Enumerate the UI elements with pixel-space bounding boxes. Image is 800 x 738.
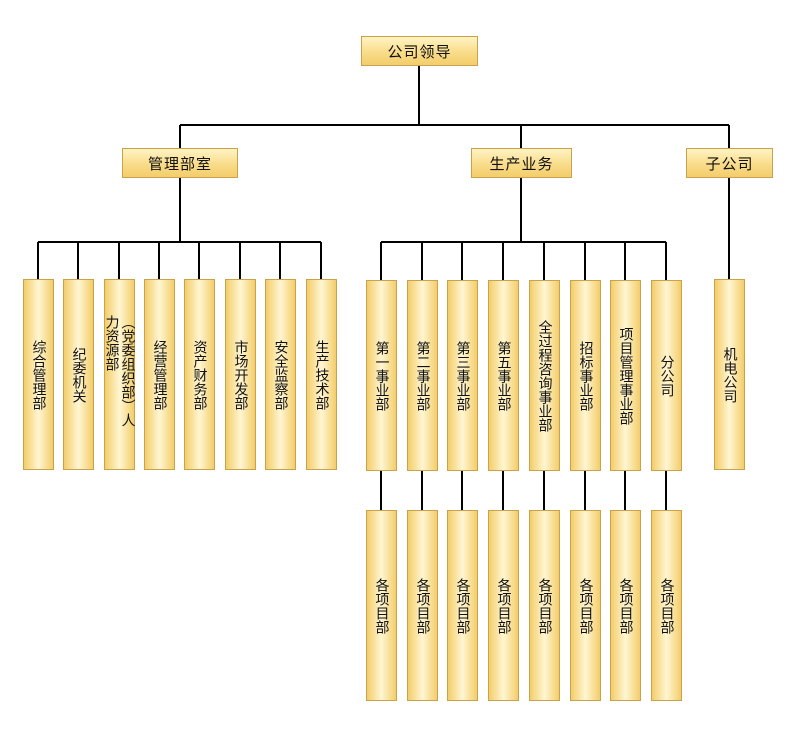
node-label: 招标事业部: [577, 340, 594, 411]
node-mgmt-child-5: 资产财务部: [184, 279, 215, 470]
node-project-dept-4: 各项目部: [488, 510, 519, 701]
node-project-dept-8: 各项目部: [651, 510, 682, 701]
node-label: 全过程咨询事业部: [536, 319, 553, 432]
node-label: （党委组织部）人力资源部: [103, 314, 136, 427]
node-label: 第一事业部: [373, 340, 390, 411]
node-mgmt-child-1: 综合管理部: [23, 279, 54, 470]
node-label: 第三事业部: [454, 340, 471, 411]
node-project-dept-3: 各项目部: [447, 510, 478, 701]
node-prod-child-5: 全过程咨询事业部: [529, 280, 560, 471]
node-prod-child-4: 第五事业部: [488, 280, 519, 471]
node-label: 机电公司: [721, 346, 738, 403]
node-subsidiary: 子公司: [686, 148, 773, 178]
node-project-dept-1: 各项目部: [366, 510, 397, 701]
node-label: 各项目部: [454, 577, 471, 634]
node-label: 第二事业部: [414, 340, 431, 411]
node-mgmt-child-2: 纪委机关: [63, 279, 94, 470]
node-mgmt-child-6: 市场开发部: [225, 279, 256, 470]
node-management-dept: 管理部室: [122, 148, 238, 178]
node-label: 各项目部: [373, 577, 390, 634]
node-label: 各项目部: [414, 577, 431, 634]
node-project-dept-5: 各项目部: [529, 510, 560, 701]
node-project-dept-6: 各项目部: [570, 510, 601, 701]
node-label: 资产财务部: [191, 339, 208, 410]
node-prod-child-8: 分公司: [651, 280, 682, 471]
node-prod-child-6: 招标事业部: [570, 280, 601, 471]
node-label: 各项目部: [536, 577, 553, 634]
node-label: 分公司: [658, 354, 675, 397]
node-mgmt-child-7: 安全监察部: [265, 279, 296, 470]
node-mgmt-child-8: 生产技术部: [306, 279, 337, 470]
node-project-dept-7: 各项目部: [610, 510, 641, 701]
node-root: 公司领导: [361, 36, 478, 66]
node-prod-child-3: 第三事业部: [447, 280, 478, 471]
node-label: 纪委机关: [70, 346, 87, 403]
node-label: 项目管理事业部: [617, 326, 634, 425]
node-mgmt-child-4: 经营管理部: [144, 279, 175, 470]
node-label: 第五事业部: [495, 340, 512, 411]
node-label: 各项目部: [577, 577, 594, 634]
node-label: 安全监察部: [272, 339, 289, 410]
node-production-business: 生产业务: [471, 148, 572, 178]
node-prod-child-2: 第二事业部: [407, 280, 438, 471]
node-prod-child-7: 项目管理事业部: [610, 280, 641, 471]
node-label: 生产技术部: [313, 339, 330, 410]
node-label: 综合管理部: [30, 339, 47, 410]
node-label: 各项目部: [617, 577, 634, 634]
node-label: 市场开发部: [232, 339, 249, 410]
node-mgmt-child-3: （党委组织部）人力资源部: [103, 279, 136, 470]
node-project-dept-2: 各项目部: [407, 510, 438, 701]
node-prod-child-1: 第一事业部: [366, 280, 397, 471]
node-label: 各项目部: [658, 577, 675, 634]
node-label: 各项目部: [495, 577, 512, 634]
node-subsidiary-child-1: 机电公司: [714, 279, 745, 470]
node-label: 经营管理部: [151, 339, 168, 410]
